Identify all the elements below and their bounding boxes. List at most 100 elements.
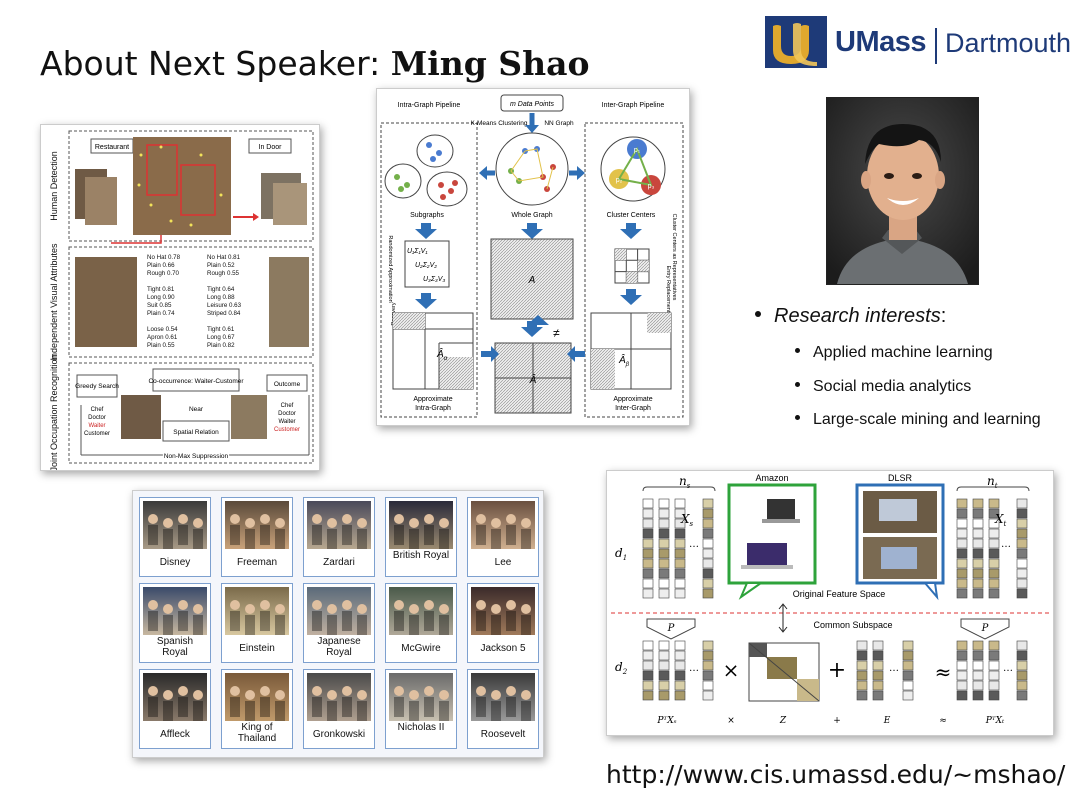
face-group-label: Roosevelt — [480, 729, 526, 740]
eq-term: + — [833, 716, 841, 726]
face-group-cell: Spanish Royal — [139, 583, 211, 663]
eq-term: × — [727, 716, 735, 726]
face-group-cell: British Royal — [385, 497, 457, 577]
face-group-label: Affleck — [160, 729, 190, 740]
p-label: P — [667, 623, 675, 634]
original-feature-space-label: Original Feature Space — [793, 589, 886, 599]
speaker-name: Ming Shao — [390, 44, 590, 83]
research-item-text: Large-scale mining and learning — [813, 411, 1041, 428]
a-beta-label: Âβ — [618, 353, 630, 368]
inter-pipeline-label: Inter-Graph Pipeline — [602, 102, 665, 109]
research-item-text: Applied machine learning — [813, 344, 993, 361]
umass-emblem-icon — [765, 16, 827, 68]
face-group-cell: Disney — [139, 497, 211, 577]
face-group-cell: Nicholas II — [385, 669, 457, 749]
ellipsis-icon: … — [689, 663, 699, 674]
row-label-human-detection: Human Detection — [49, 151, 59, 221]
matrix-a-label: A — [528, 275, 536, 286]
plus-symbol: + — [828, 658, 846, 683]
logo-dartmouth: Dartmouth — [945, 28, 1072, 58]
research-item: Applied machine learning — [795, 344, 993, 362]
xt-label: Xt — [994, 512, 1007, 528]
data-points-label: m Data Points — [510, 101, 554, 108]
attr-left: Loose 0.54 — [147, 326, 178, 333]
face-group-label: Japanese Royal — [317, 636, 361, 658]
usv-term: U₁Σ₁V₁ — [407, 248, 428, 255]
spatial-relation-label: Spatial Relation — [173, 429, 219, 436]
p-node: p₂ — [616, 177, 623, 184]
kmeans-label: K-Means Clustering — [470, 120, 527, 127]
bullet-icon — [795, 348, 800, 354]
attr-left: Plain 0.55 — [147, 342, 175, 349]
ellipsis-icon: … — [689, 539, 699, 550]
umass-dartmouth-logo: UMass Dartmouth — [765, 12, 1071, 72]
face-group-cell: Roosevelt — [467, 669, 539, 749]
attr-right: Leisure 0.63 — [207, 302, 242, 309]
scene-restaurant: Restaurant — [95, 144, 129, 151]
entry-replacement-label: Entry Replacement — [665, 266, 671, 313]
research-item: Large-scale mining and learning — [795, 411, 1041, 429]
attr-right: Long 0.67 — [207, 334, 235, 341]
eq-term: PᵀXₜ — [985, 716, 1005, 726]
face-group-cell: Freeman — [221, 497, 293, 577]
face-group-label: British Royal — [392, 550, 450, 561]
right-occupation: Waiter — [278, 419, 295, 425]
face-group-label: Einstein — [239, 643, 275, 654]
ellipsis-icon: … — [889, 663, 899, 674]
ellipsis-icon: … — [1003, 663, 1013, 674]
attr-left: Plain 0.66 — [147, 262, 175, 269]
face-group-cell: King of Thailand — [221, 669, 293, 749]
ns-label: ns — [679, 474, 691, 490]
group-photo — [225, 501, 289, 549]
face-group-label: Nicholas II — [397, 722, 445, 733]
group-photo — [307, 587, 371, 635]
group-photo — [143, 587, 207, 635]
right-occupation: Customer — [274, 427, 300, 433]
face-group-label: King of Thailand — [237, 722, 277, 744]
common-subspace-label: Common Subspace — [813, 620, 892, 630]
group-photo — [225, 587, 289, 635]
group-photo — [225, 673, 289, 721]
logo-umass: UMass — [835, 26, 927, 58]
outcome-label: Outcome — [274, 381, 301, 388]
whole-graph-label: Whole Graph — [511, 212, 552, 219]
face-group-cell: Gronkowski — [303, 669, 375, 749]
face-group-label: Zardari — [323, 557, 355, 568]
attr-right: Tight 0.64 — [207, 286, 235, 293]
domain-adaptation-figure: …………… ns nt Xs Xt d1 d2 Amazon DLSR Orig… — [606, 470, 1054, 736]
nt-label: nt — [987, 474, 998, 490]
group-photo — [143, 501, 207, 549]
group-photo — [389, 587, 453, 635]
nms-label: Non-Max Suppression — [164, 453, 229, 460]
left-occupation: Customer — [84, 431, 110, 437]
intra-pipeline-label: Intra-Graph Pipeline — [398, 102, 461, 109]
face-group-label: Freeman — [236, 557, 277, 568]
face-group-cell: Zardari — [303, 497, 375, 577]
attr-right: Striped 0.84 — [207, 310, 241, 317]
row-label-visual-attributes: Independent Visual Attributes — [49, 243, 59, 360]
eq-term: Z — [779, 716, 787, 726]
neq-symbol: ≠ — [553, 326, 560, 340]
ellipsis-icon: … — [1001, 539, 1011, 550]
greedy-search-label: Greedy Search — [75, 383, 119, 390]
left-occupation: Waiter — [88, 423, 105, 429]
a-alpha-label: Âα — [436, 347, 448, 362]
cooccurrence-label: Co-occurrence: Waiter-Customer — [148, 378, 244, 385]
bullet-icon — [795, 382, 800, 388]
p-node: p₁ — [634, 147, 641, 154]
scene-indoor: In Door — [259, 144, 283, 151]
speaker-homepage-url[interactable]: http://www.cis.umassd.edu/~mshao/ — [606, 760, 1066, 789]
attr-right: Rough 0.55 — [207, 270, 240, 277]
p-label: P — [981, 623, 989, 634]
face-group-label: Gronkowski — [312, 729, 366, 740]
attr-left: Plain 0.74 — [147, 310, 175, 317]
bullet-icon — [755, 310, 761, 317]
attr-left: Rough 0.70 — [147, 270, 180, 277]
subgraphs-label: Subgraphs — [410, 212, 444, 219]
research-item: Social media analytics — [795, 378, 971, 396]
eq-term: ≈ — [939, 716, 947, 726]
attr-right: Plain 0.52 — [207, 262, 235, 269]
d2-label: d2 — [615, 660, 628, 676]
